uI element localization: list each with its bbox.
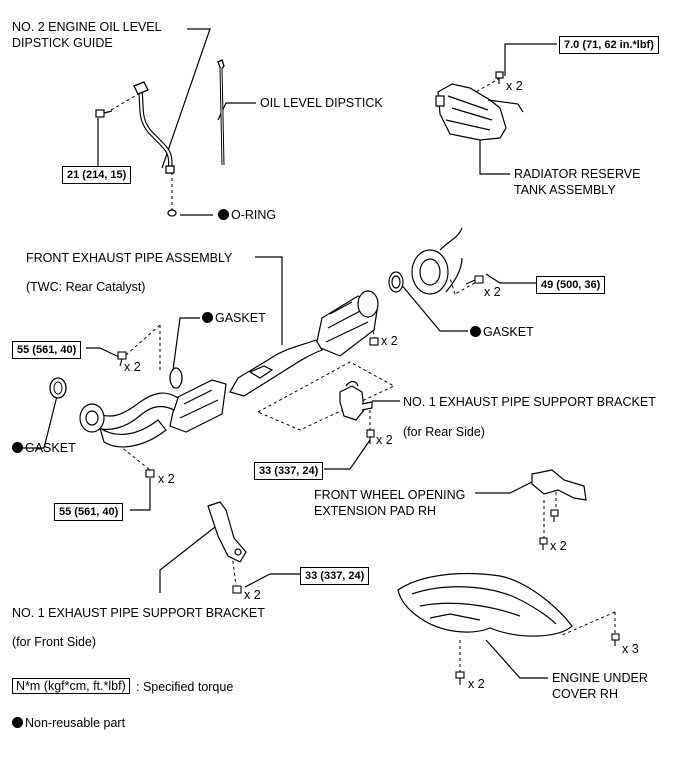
qty-pad-bolts: x 2 (550, 539, 567, 553)
leader-dipstick (217, 102, 256, 121)
oil-level-dipstick (217, 59, 225, 166)
qty-catalyst-nuts: x 2 (381, 334, 398, 348)
engine-under-cover (397, 572, 573, 637)
qty-tail-bolts: x 2 (484, 285, 501, 299)
torque-box-bracket-front: 33 (337, 24) (300, 567, 370, 585)
leader-gasket-left (16, 391, 59, 449)
twc-label: (TWC: Rear Catalyst) (26, 280, 146, 294)
torque-box-front-nut-bottom: 55 (561, 40) (54, 503, 124, 521)
leader-torque-500 (485, 273, 536, 284)
pad-label-line2: EXTENSION PAD RH (314, 504, 437, 518)
qty-front-nuts: x 2 (158, 472, 175, 486)
guide-label-line2: DIPSTICK GUIDE (12, 36, 113, 50)
gasket-top-label: GASKET (202, 310, 266, 326)
fasteners (117, 275, 620, 685)
leader-torque-561-bottom (130, 478, 151, 511)
o-ring-part (167, 209, 177, 217)
gasket-top-part (169, 367, 183, 389)
torque-box-front-bolt-top: 55 (561, 40) (12, 341, 82, 359)
non-reusable-marker-icon (218, 209, 229, 220)
front-side-label: (for Front Side) (12, 635, 97, 649)
qty-bracket-rear-bolts: x 2 (376, 433, 393, 447)
gasket-left-label: GASKET (12, 440, 76, 456)
support-bracket-rear (339, 380, 373, 421)
reserve-tank-label-line2: TANK ASSEMBLY (514, 183, 616, 197)
o-ring-label: O-RING (218, 207, 276, 223)
non-reusable-marker-icon (470, 326, 481, 337)
front-exhaust-pipe (79, 227, 463, 448)
guide-label-line1: NO. 2 ENGINE OIL LEVEL (12, 20, 162, 34)
under-cover-label-line2: COVER RH (552, 687, 618, 701)
radiator-reserve-tank (435, 71, 524, 141)
qty-under-cover-bolts-right: x 3 (622, 642, 639, 656)
leader-bracket-front (159, 519, 225, 593)
leader-torque-337-front (244, 573, 300, 588)
oil-level-dipstick-guide (133, 81, 175, 174)
qty-front-bolts: x 2 (124, 360, 141, 374)
non-reusable-marker-icon (12, 717, 23, 728)
gasket-top-text: GASKET (215, 311, 266, 325)
torque-box-bracket-rear: 33 (337, 24) (254, 462, 324, 480)
non-reusable-marker-icon (12, 442, 23, 453)
torque-box-guide-bolt: 21 (214, 15) (62, 166, 132, 184)
leader-torque-71 (504, 43, 557, 76)
leader-under-cover (485, 639, 548, 679)
support-bracket-front (207, 501, 247, 563)
o-ring-text: O-RING (231, 208, 277, 222)
bracket-front-label: NO. 1 EXHAUST PIPE SUPPORT BRACKET (12, 606, 265, 620)
qty-bracket-front-bolts: x 2 (244, 588, 261, 602)
legend-torque-desc: : Specified torque (136, 680, 234, 694)
rear-side-label: (for Rear Side) (403, 425, 485, 439)
gasket-left-part (49, 377, 67, 399)
pad-label-line1: FRONT WHEEL OPENING (314, 488, 466, 502)
extension-pad (531, 469, 587, 501)
gasket-left-text: GASKET (25, 441, 76, 455)
legend-nonreusable: Non-reusable part (12, 715, 125, 731)
torque-box-tail-bolt: 49 (500, 36) (536, 276, 606, 294)
dipstick-label: OIL LEVEL DIPSTICK (260, 96, 383, 110)
leader-torque-561-top (86, 347, 122, 359)
bolt-guide (95, 109, 113, 118)
torque-box-reserve-tank: 7.0 (71, 62 in.*lbf) (559, 36, 659, 54)
leader-gasket-top (172, 317, 200, 371)
gasket-right-label: GASKET (470, 324, 534, 340)
leader-torque-337-rear (324, 439, 371, 470)
qty-under-cover-bolts-left: x 2 (468, 677, 485, 691)
non-reusable-marker-icon (202, 312, 213, 323)
reserve-tank-label-line1: RADIATOR RESERVE (514, 167, 641, 181)
leader-reserve-tank (479, 135, 510, 175)
exhaust-pipe-label: FRONT EXHAUST PIPE ASSEMBLY (26, 251, 233, 265)
under-cover-label-line1: ENGINE UNDER (552, 671, 648, 685)
leader-exhaust-pipe (255, 256, 283, 345)
leader-guide (161, 28, 211, 169)
legend-nonreusable-text: Non-reusable part (25, 716, 126, 730)
leader-gasket-right (399, 282, 468, 332)
bracket-rear-label: NO. 1 EXHAUST PIPE SUPPORT BRACKET (403, 395, 656, 409)
gasket-right-text: GASKET (483, 325, 534, 339)
leader-pad (475, 477, 541, 494)
qty-reserve-tank-bolts: x 2 (506, 79, 523, 93)
legend-torque-unit: N*m (kgf*cm, ft.*lbf) (12, 678, 130, 694)
